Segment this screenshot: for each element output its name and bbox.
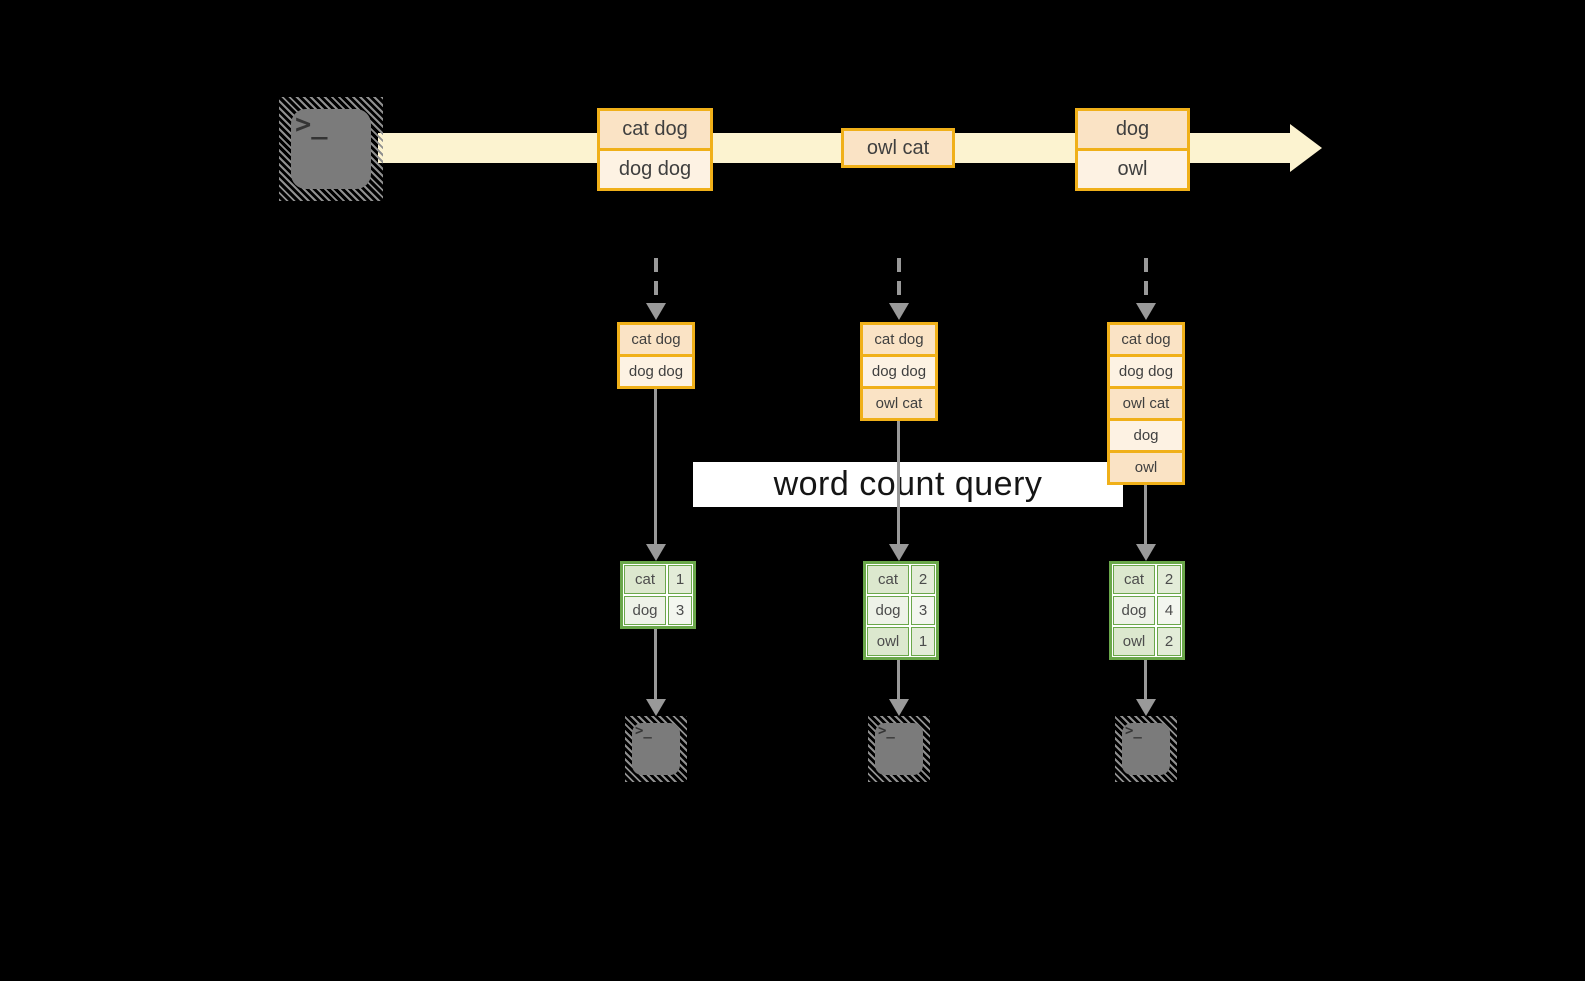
count-cell: 1 — [911, 627, 935, 656]
record-buffer-col2: cat dog dog dog owl cat — [860, 322, 938, 421]
flow-arrow-col2-out — [897, 658, 900, 700]
flow-arrow-col3-out — [1144, 658, 1147, 700]
arrowhead-icon — [1136, 699, 1156, 716]
output-terminal-icon-col1: >_ — [625, 716, 687, 782]
dashed-arrow-col2 — [897, 258, 901, 304]
message-row: owl cat — [844, 131, 952, 165]
record-row: dog dog — [863, 354, 935, 386]
count-cell: 4 — [1157, 596, 1181, 625]
stream-message-box-3: dog owl — [1075, 108, 1190, 191]
word-cell: cat — [624, 565, 666, 594]
terminal-screen — [1122, 723, 1170, 775]
flow-arrow-col3 — [1144, 485, 1147, 545]
count-table-col2: cat 2 dog 3 owl 1 — [863, 561, 939, 660]
stream-message-box-1: cat dog dog dog — [597, 108, 713, 191]
record-row: dog dog — [620, 354, 692, 386]
query-label: word count query — [773, 465, 1043, 503]
word-cell: owl — [867, 627, 909, 656]
stream-message-box-2: owl cat — [841, 128, 955, 168]
record-buffer-col3: cat dog dog dog owl cat dog owl — [1107, 322, 1185, 485]
stream-arrowhead-icon — [1290, 124, 1322, 172]
word-cell: owl — [1113, 627, 1155, 656]
word-cell: cat — [1113, 565, 1155, 594]
message-row: cat dog — [600, 111, 710, 148]
terminal-prompt-glyph: >_ — [295, 109, 328, 140]
record-row: cat dog — [863, 325, 935, 354]
record-row: owl cat — [1110, 386, 1182, 418]
count-cell: 2 — [1157, 627, 1181, 656]
arrowhead-icon — [646, 544, 666, 561]
arrowhead-icon — [646, 699, 666, 716]
word-cell: dog — [1113, 596, 1155, 625]
source-terminal-icon: >_ — [279, 97, 383, 201]
word-cell: cat — [867, 565, 909, 594]
count-cell: 1 — [668, 565, 692, 594]
record-buffer-col1: cat dog dog dog — [617, 322, 695, 389]
record-row: dog dog — [1110, 354, 1182, 386]
query-label-box: word count query — [693, 462, 1123, 507]
flow-arrow-col1-out — [654, 629, 657, 700]
word-cell: dog — [867, 596, 909, 625]
count-table-col3: cat 2 dog 4 owl 2 — [1109, 561, 1185, 660]
count-cell: 2 — [1157, 565, 1181, 594]
terminal-prompt-glyph: >_ — [635, 723, 652, 739]
record-row: owl cat — [863, 386, 935, 418]
arrowhead-icon — [889, 699, 909, 716]
dashed-arrowhead-icon — [646, 303, 666, 320]
dashed-arrow-col1 — [654, 258, 658, 304]
message-row: dog dog — [600, 148, 710, 188]
output-terminal-icon-col2: >_ — [868, 716, 930, 782]
record-row: dog — [1110, 418, 1182, 450]
terminal-screen — [632, 723, 680, 775]
arrowhead-icon — [889, 544, 909, 561]
count-cell: 3 — [911, 596, 935, 625]
terminal-screen — [875, 723, 923, 775]
dashed-arrowhead-icon — [1136, 303, 1156, 320]
arrowhead-icon — [1136, 544, 1156, 561]
count-table-col1: cat 1 dog 3 — [620, 561, 696, 629]
count-cell: 3 — [668, 596, 692, 625]
message-row: dog — [1078, 111, 1187, 148]
dashed-arrow-col3 — [1144, 258, 1148, 304]
message-row: owl — [1078, 148, 1187, 188]
record-row: cat dog — [1110, 325, 1182, 354]
dashed-arrowhead-icon — [889, 303, 909, 320]
record-row: owl — [1110, 450, 1182, 482]
word-cell: dog — [624, 596, 666, 625]
flow-arrow-col1 — [654, 389, 657, 545]
record-row: cat dog — [620, 325, 692, 354]
output-terminal-icon-col3: >_ — [1115, 716, 1177, 782]
count-cell: 2 — [911, 565, 935, 594]
terminal-screen — [291, 109, 371, 189]
terminal-prompt-glyph: >_ — [1125, 723, 1142, 739]
terminal-prompt-glyph: >_ — [878, 723, 895, 739]
flow-arrow-col2 — [897, 421, 900, 545]
